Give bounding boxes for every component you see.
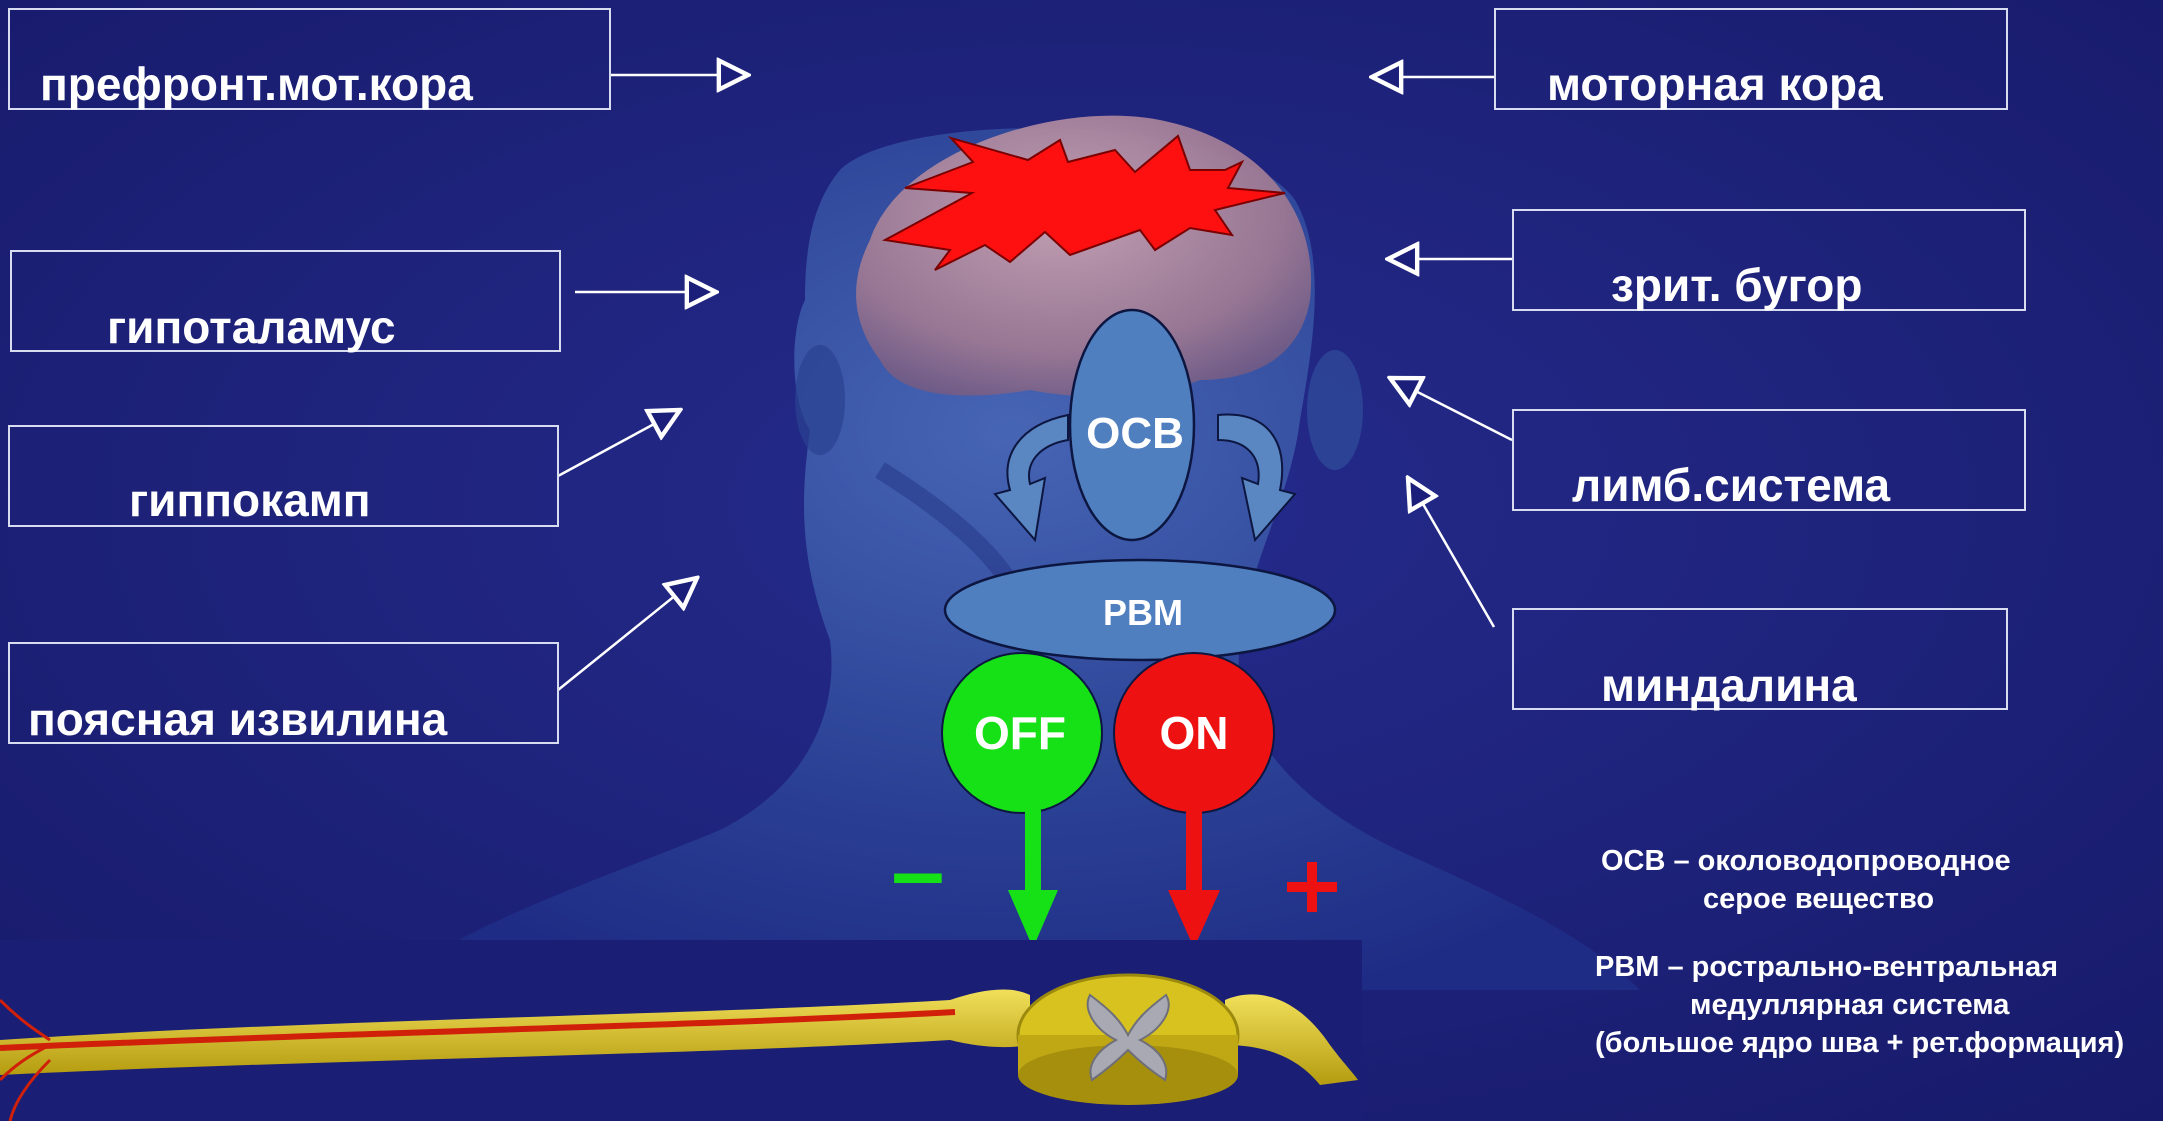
legend: ОСВ – околоводопроводное серое вещество …: [1595, 842, 2124, 1062]
legend-rvm-line3: (большое ядро шва + рет.формация): [1595, 1024, 2124, 1062]
legend-rvm-line2: медуллярная система: [1595, 986, 2124, 1024]
cingulate-gyrus-box: поясная извилина: [8, 642, 559, 744]
cingulate-gyrus-label: поясная извилина: [28, 692, 447, 746]
prefrontal-motor-cortex-box: префронт.мот.кора: [8, 8, 611, 110]
spinal-cord-section-icon: [0, 940, 1362, 1121]
limbic-system-label: лимб.система: [1572, 458, 1890, 512]
legend-rvm-line1: РВМ – рострально-вентральная: [1595, 948, 2124, 986]
thalamus-box: зрит. бугор: [1512, 209, 2026, 311]
amygdala-box: миндалина: [1512, 608, 2008, 710]
hippocampus-label: гиппокамп: [129, 473, 371, 527]
limbic-system-box: лимб.система: [1512, 409, 2026, 511]
thalamus-label: зрит. бугор: [1611, 258, 1862, 312]
motor-cortex-label: моторная кора: [1547, 57, 1883, 111]
rvm-label: РВМ: [1103, 592, 1183, 634]
hypothalamus-label: гипоталамус: [107, 300, 396, 354]
pag-label: ОСВ: [1086, 409, 1184, 459]
minus-sign: –: [891, 817, 944, 927]
hypothalamus-box: гипоталамус: [10, 250, 561, 352]
hippocampus-box: гиппокамп: [8, 425, 559, 527]
legend-pag-line1: ОСВ – околоводопроводное: [1595, 842, 2124, 880]
on-cells-label: ON: [1160, 706, 1229, 760]
prefrontal-motor-cortex-label: префронт.мот.кора: [40, 57, 473, 111]
legend-pag-line2: серое вещество: [1595, 880, 2124, 918]
motor-cortex-box: моторная кора: [1494, 8, 2008, 110]
amygdala-label: миндалина: [1601, 658, 1857, 712]
off-cells-label: OFF: [974, 706, 1066, 760]
